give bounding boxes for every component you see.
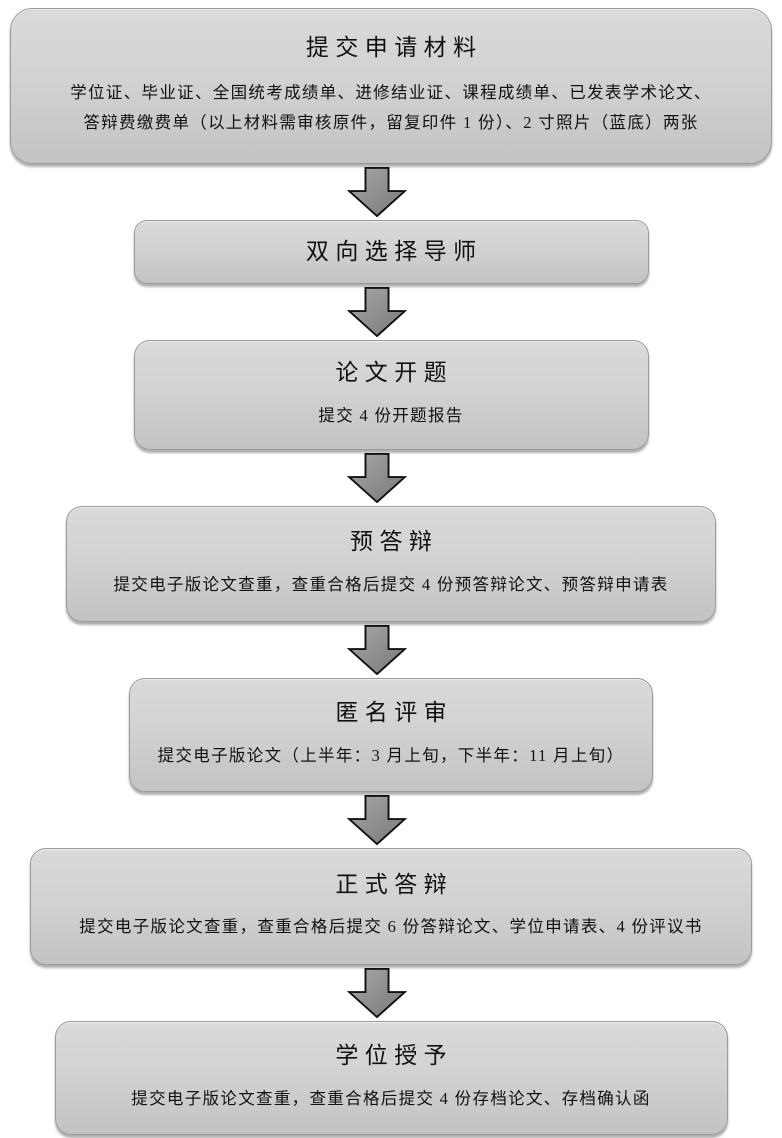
step-detail-line: 提交 4 份开题报告 [318,405,464,425]
step-detail-line: 答辩费缴费单（以上材料需审核原件，留复印件 1 份）、2 寸照片（蓝底）两张 [83,113,699,133]
step-detail: 提交电子版论文查重，查重合格后提交 4 份预答辩论文、预答辩申请表 [113,570,668,600]
step-detail-line: 提交电子版论文查重，查重合格后提交 4 份存档论文、存档确认函 [131,1088,651,1108]
step-detail: 提交 4 份开题报告 [318,401,463,431]
down-arrow-icon [347,625,407,675]
step-title: 预答辩 [350,529,439,555]
down-arrow-icon [347,968,407,1018]
step-detail: 提交电子版论文查重，查重合格后提交 6 份答辩论文、学位申请表、4 份评议书 [79,912,703,942]
step-detail-line: 学位证、毕业证、全国统考成绩单、进修结业证、课程成绩单、已发表学术论文、 [70,83,712,103]
down-arrow-icon [347,453,407,503]
step-title: 正式答辩 [335,871,454,897]
step-box-degree-conferral: 学位授予 提交电子版论文查重，查重合格后提交 4 份存档论文、存档确认函 [54,1021,728,1135]
step-title: 双向选择导师 [305,238,483,264]
step-title: 论文开题 [335,360,454,386]
down-arrow-icon [347,795,407,845]
step-detail: 学位证、毕业证、全国统考成绩单、进修结业证、课程成绩单、已发表学术论文、 答辩费… [70,78,712,138]
down-arrow-icon [347,167,407,217]
step-box-pre-defense: 预答辩 提交电子版论文查重，查重合格后提交 4 份预答辩论文、预答辩申请表 [66,506,716,622]
step-box-submit-application-materials: 提交申请材料 学位证、毕业证、全国统考成绩单、进修结业证、课程成绩单、已发表学术… [10,8,772,164]
step-box-anonymous-review: 匿名评审 提交电子版论文（上半年：3 月上旬，下半年：11 月上旬） [129,678,653,792]
step-title: 学位授予 [335,1043,454,1069]
step-detail-line: 提交电子版论文查重，查重合格后提交 6 份答辩论文、学位申请表、4 份评议书 [79,917,703,937]
step-title: 匿名评审 [335,700,454,726]
step-detail-line: 提交电子版论文（上半年：3 月上旬，下半年：11 月上旬） [157,745,625,765]
step-box-thesis-proposal: 论文开题 提交 4 份开题报告 [133,340,649,450]
step-detail: 提交电子版论文（上半年：3 月上旬，下半年：11 月上旬） [158,741,625,771]
step-box-mutual-advisor-selection: 双向选择导师 [133,220,649,284]
down-arrow-icon [347,287,407,337]
step-box-formal-defense: 正式答辩 提交电子版论文查重，查重合格后提交 6 份答辩论文、学位申请表、4 份… [30,848,752,965]
step-detail: 提交电子版论文查重，查重合格后提交 4 份存档论文、存档确认函 [131,1084,650,1114]
step-title: 提交申请材料 [305,34,483,60]
step-detail-line: 提交电子版论文查重，查重合格后提交 4 份预答辩论文、预答辩申请表 [113,574,669,594]
